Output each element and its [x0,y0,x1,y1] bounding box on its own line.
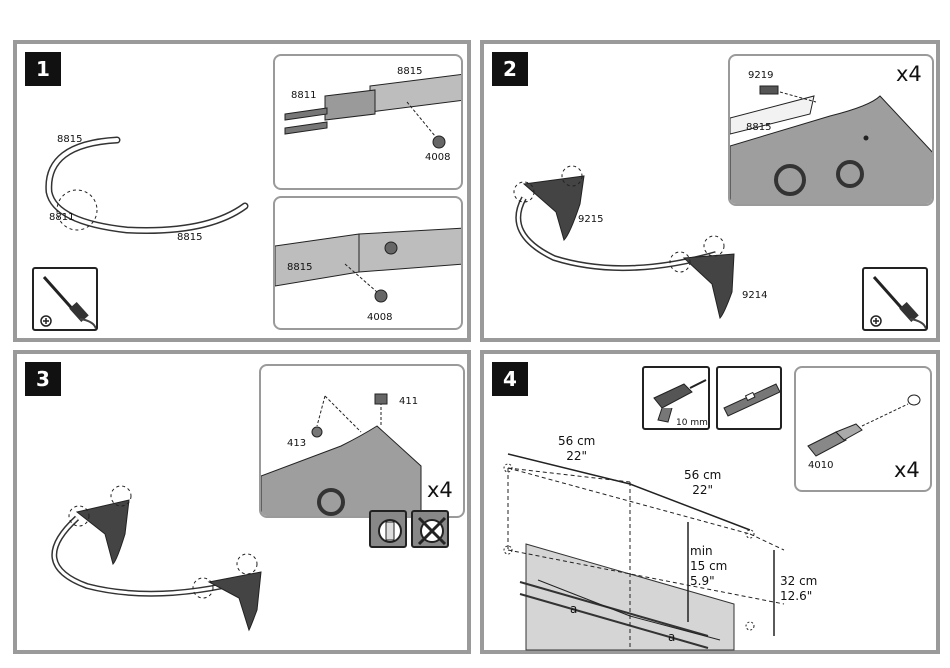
part-label: 9215 [578,214,603,225]
sleeve-joint-illustration [275,56,463,190]
horizontal-spacing-middle: 56 cm 22" [684,468,721,498]
screwdriver-icon [34,269,98,331]
cross-icon [413,512,449,548]
detail-sleeve-joint: 8815 8811 4008 [273,54,463,190]
correct-cap-orientation [369,510,407,548]
part-label: 8815 [287,262,312,273]
screwdriver-icon [864,269,928,331]
quantity-label: x4 [427,478,453,502]
minimum-clearance: min 15 cm 5.9" [690,544,727,589]
incorrect-cap-orientation [411,510,449,548]
part-label: 4008 [367,312,392,323]
door-width-label: a [668,630,675,645]
step-4-panel: 4 10 mm 4010 x4 [480,350,940,654]
part-label: 8811 [49,212,74,223]
vertical-spacing: 32 cm 12.6" [780,574,817,604]
wall-mounting-diagram [484,354,936,650]
part-label: 8815 [57,134,82,145]
part-label: 8815 [746,122,771,133]
step-3-panel: 3 411 413 x4 [13,350,471,654]
door-width-label: a [570,602,577,617]
horizontal-spacing-top: 56 cm 22" [558,434,595,464]
step-1-panel: 1 8815 8811 8815 8815 8811 4008 [13,40,471,342]
quantity-label: x4 [896,62,922,86]
detail-nut-bolt: 411 413 x4 [259,364,465,518]
step-2-panel: 2 9215 9214 9219 8815 x4 [480,40,940,342]
screwdriver-tool-box [862,267,928,331]
part-label: 8815 [397,66,422,77]
part-label: 4008 [425,152,450,163]
part-label: 8811 [291,90,316,101]
detail-bracket-screw: 9219 8815 x4 [728,54,934,206]
cap-icon [371,512,407,548]
part-label: 413 [287,438,306,449]
bracket-9214 [684,254,734,318]
part-label: 9214 [742,290,767,301]
part-label: 8815 [177,232,202,243]
part-label: 9219 [748,70,773,81]
part-label: 411 [399,396,418,407]
screwdriver-tool-box [32,267,98,331]
detail-screwed-joint: 8815 4008 [273,196,463,330]
